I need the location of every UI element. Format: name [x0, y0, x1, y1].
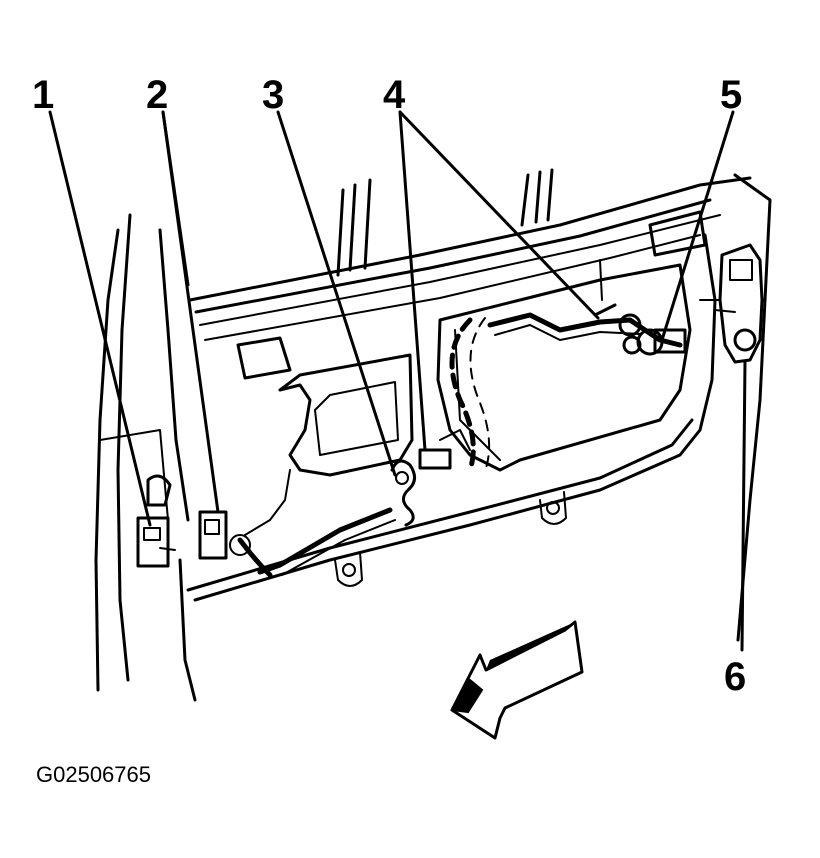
component-4-retainers	[418, 259, 617, 470]
component-1-pillar-connector	[136, 474, 176, 568]
wiring-harness	[237, 312, 683, 578]
component-6-latch	[699, 243, 764, 364]
callout-2: 2	[146, 73, 168, 117]
leader-3	[276, 110, 397, 477]
callout-3: 3	[262, 73, 284, 117]
callout-labels: 1 2 3 4 5 6	[32, 73, 746, 699]
component-3-clip	[390, 459, 416, 527]
leader-4a	[398, 110, 427, 452]
callout-5: 5	[720, 73, 742, 117]
callout-6: 6	[724, 655, 746, 699]
leader-2b	[161, 110, 220, 514]
front-direction-arrow-icon	[450, 620, 584, 740]
callout-1: 1	[32, 73, 54, 117]
door-frame	[94, 168, 772, 702]
component-5-connector	[653, 328, 687, 354]
components	[136, 243, 764, 568]
leader-lines	[48, 110, 747, 652]
leader-5	[660, 110, 735, 342]
figure-id-label: G02506765	[36, 762, 151, 787]
leader-1	[48, 110, 152, 527]
leader-6	[740, 360, 747, 652]
leader-4b	[398, 110, 600, 320]
callout-4: 4	[383, 73, 406, 117]
component-2-harness-connector	[198, 510, 251, 560]
